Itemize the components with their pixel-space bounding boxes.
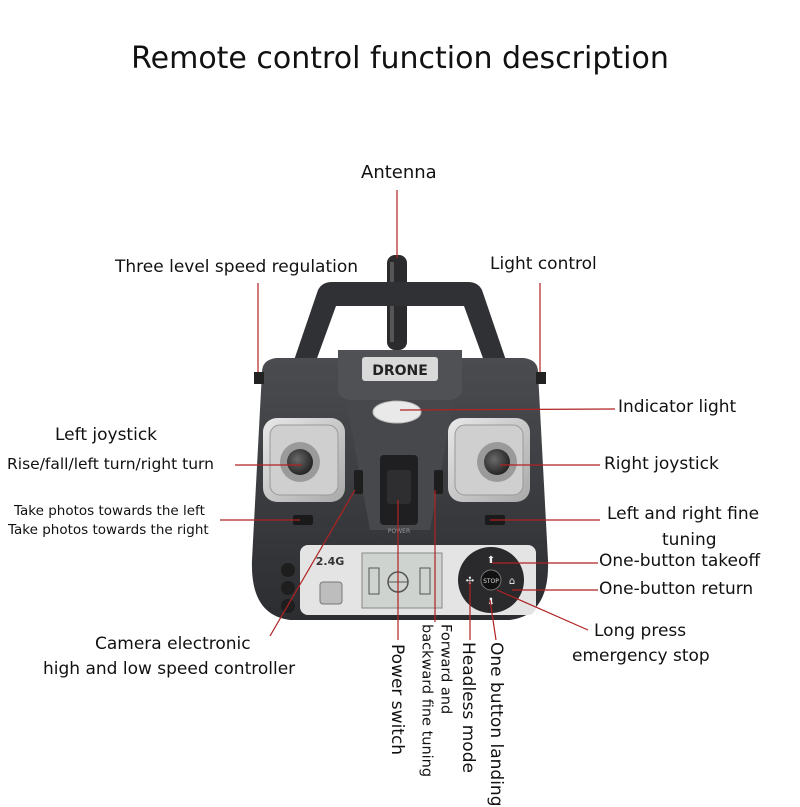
power-switch: POWER	[380, 455, 418, 535]
label-return: One-button return	[599, 579, 754, 599]
label-photo-right: Take photos towards the right	[8, 522, 209, 538]
label-emergency-line2: emergency stop	[572, 646, 710, 666]
label-photo-left: Take photos towards the left	[14, 503, 205, 519]
right-joystick	[448, 418, 530, 502]
page-title: Remote control function description	[131, 41, 669, 76]
label-fb-fine-tuning-line1: Forward and	[437, 624, 454, 715]
label-emergency-line1: Long press	[594, 621, 687, 641]
label-left-joystick-desc: Rise/fall/left turn/right turn	[7, 455, 214, 473]
label-light-control: Light control	[490, 254, 597, 274]
svg-text:✣: ✣	[466, 576, 474, 587]
label-headless-mode: Headless mode	[458, 642, 478, 773]
brand-text: DRONE	[372, 363, 428, 379]
label-fb-fine-tuning-line2: backward fine tuning	[418, 624, 435, 778]
band-text: 2.4G	[316, 555, 345, 568]
svg-text:⬇: ⬇	[487, 597, 495, 608]
svg-text:POWER: POWER	[388, 528, 410, 535]
label-one-button-landing: One button landing	[486, 642, 506, 807]
carry-handle	[290, 282, 510, 372]
label-left-joystick: Left joystick	[55, 425, 158, 445]
label-right-joystick: Right joystick	[604, 454, 719, 474]
label-takeoff: One-button takeoff	[599, 551, 761, 571]
label-indicator-light: Indicator light	[618, 397, 737, 417]
lcd-screen	[361, 552, 443, 609]
label-camera-line2: high and low speed controller	[43, 659, 296, 679]
svg-text:STOP: STOP	[483, 578, 499, 585]
left-joystick	[263, 418, 345, 502]
leader-lines	[220, 190, 616, 641]
svg-text:⌂: ⌂	[509, 576, 515, 587]
label-fine-tuning-line2: tuning	[662, 530, 717, 550]
label-antenna: Antenna	[361, 162, 437, 183]
indicator-light	[372, 400, 422, 424]
svg-text:⬆: ⬆	[487, 555, 495, 566]
label-camera-line1: Camera electronic	[95, 634, 251, 654]
label-fine-tuning-line1: Left and right fine	[607, 504, 760, 524]
label-speed-regulation: Three level speed regulation	[115, 257, 359, 277]
label-power-switch: Power switch	[387, 644, 407, 756]
